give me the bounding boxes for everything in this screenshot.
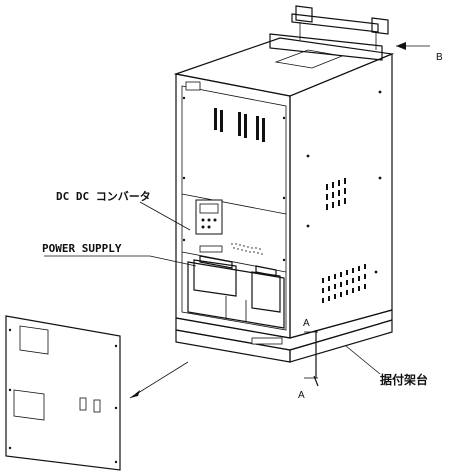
view-b-label: B [436, 52, 443, 63]
arrow-down-left-icon [130, 390, 140, 398]
cabinet-front-face [175, 73, 291, 339]
view-a-label-top: A [303, 318, 310, 329]
mounting-base [175, 309, 393, 387]
cabinet-side-face [289, 53, 393, 339]
name-plate [185, 81, 201, 91]
removed-front-panel [5, 315, 121, 471]
mounting-base-label: 据付架台 [380, 372, 428, 387]
front-screws [182, 96, 286, 262]
dc-dc-converter-module [195, 199, 263, 255]
arrow-left-icon [396, 42, 406, 50]
power-supply-label: POWER SUPPLY [42, 242, 122, 255]
top-lifting-rails [269, 5, 389, 61]
dc-dc-converter-label: DC DC コンバータ [56, 190, 151, 203]
front-vents [214, 108, 265, 142]
power-supply-units [187, 255, 285, 329]
leader-lines [44, 42, 430, 399]
view-a-label-bottom: A [298, 390, 305, 401]
